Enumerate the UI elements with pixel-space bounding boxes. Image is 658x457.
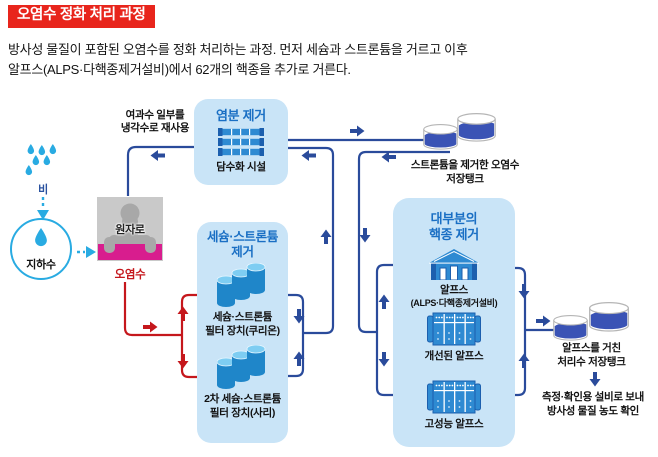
filter1-label: 세슘·스트론튬 필터 장치(쿠리온): [197, 311, 288, 338]
filter1-line2: 필터 장치(쿠리온): [205, 324, 280, 337]
description-line2: 알프스(ALPS·다핵종제거설비)에서 62개의 핵종을 추가로 거른다.: [8, 62, 351, 77]
cesium-title-line1: 세슘·스트론튬: [206, 230, 279, 244]
groundwater-icon: 지하수: [10, 218, 72, 280]
cesium-strontium-panel: 세슘·스트론튬 제거 세슘·스트론튬 필터 장치(쿠리온) 2차 세슘·스트론튬…: [197, 222, 288, 443]
nuclide-panel-title: 대부분의 핵종 제거: [393, 211, 515, 242]
flow-lines-red: [123, 282, 199, 379]
water-drop-icon: [35, 228, 47, 247]
storage-tank-icon: [457, 113, 496, 142]
nuclide-title-line1: 대부분의: [430, 211, 478, 226]
nuclide-removal-panel: 대부분의 핵종 제거 알프스 (ALPS·다핵종제거설비) 개선된 알프스 고성…: [393, 198, 515, 447]
reactor-label: 원자로: [115, 224, 145, 236]
reactor-silhouette: [104, 203, 156, 253]
storage-tank-icon: [423, 124, 458, 150]
storage-tank-icon: [589, 302, 629, 332]
page-title: 오염수 정화 처리 과정: [8, 5, 155, 28]
dashed-arrowheads: [37, 210, 96, 258]
reactor-icon: [97, 197, 163, 261]
nuclide-title-line2: 핵종 제거: [429, 226, 479, 242]
rain-icon: [25, 144, 57, 176]
alps-panel-icon: [427, 312, 481, 346]
dashed-flow-lines: [41, 197, 85, 254]
description-line1: 방사성 물질이 포함된 오염수를 정화 처리하는 과정. 먼저 세슘과 스트론튬…: [8, 42, 468, 57]
alps-label: 알프스: [439, 284, 469, 296]
filter2-label: 2차 세슘·스트론튬 필터 장치(사리): [197, 393, 288, 420]
alps-sublabel: (ALPS·다핵종제거설비): [410, 298, 498, 308]
salt-removal-title: 염분 제거: [216, 108, 266, 123]
flow-lines-blue: [126, 138, 556, 397]
cooling-note-line2: 냉각수로 재사용: [120, 122, 190, 134]
high-performance-alps-label: 고성능 알프스: [424, 418, 484, 430]
strontium-tanks-line2: 저장탱크: [446, 172, 484, 185]
filter-cylinders-icon: [217, 345, 267, 389]
storage-tank-icon: [553, 315, 588, 341]
verification-note: 측정·확인용 설비로 보내 방사성 물질 농도 확인: [528, 391, 658, 418]
strontium-tanks-label: 스트론튬을 제거한 오염수 저장탱크: [398, 159, 532, 186]
filter-cylinders-icon: [217, 263, 267, 307]
alps-panel-icon: [427, 380, 481, 414]
contaminated-water-label: 오염수: [114, 269, 146, 281]
desalination-facility-icon: [218, 128, 264, 156]
cooling-reuse-note: 여과수 일부를 냉각수로 재사용: [111, 109, 199, 135]
salt-removal-panel: 염분 제거 담수화 시설: [194, 99, 288, 185]
description: 방사성 물질이 포함된 오염수를 정화 처리하는 과정. 먼저 세슘과 스트론튬…: [8, 40, 468, 80]
treated-tanks-line1: 알프스를 거친: [562, 342, 621, 354]
alps-factory-icon: [429, 248, 479, 280]
cooling-note-line1: 여과수 일부를: [125, 109, 185, 121]
desalination-facility-label: 담수화 시설: [216, 161, 266, 173]
filter2-line2: 필터 장치(사리): [209, 406, 276, 419]
verification-line2: 방사성 물질 농도 확인: [546, 404, 640, 417]
verification-line1: 측정·확인용 설비로 보내: [541, 391, 645, 403]
cesium-panel-title: 세슘·스트론튬 제거: [197, 230, 288, 260]
filter2-line1: 2차 세슘·스트론튬: [204, 393, 281, 405]
treated-tanks-label: 알프스를 거친 처리수 저장탱크: [534, 342, 649, 369]
groundwater-label: 지하수: [26, 259, 56, 271]
treated-tanks-line2: 처리수 저장탱크: [557, 355, 626, 368]
improved-alps-label: 개선된 알프스: [424, 350, 484, 362]
rain-label: 비: [38, 184, 48, 196]
filter1-line1: 세슘·스트론튬: [212, 311, 273, 323]
strontium-tanks-line1: 스트론튬을 제거한 오염수: [410, 159, 520, 171]
cesium-title-line2: 제거: [231, 245, 254, 259]
